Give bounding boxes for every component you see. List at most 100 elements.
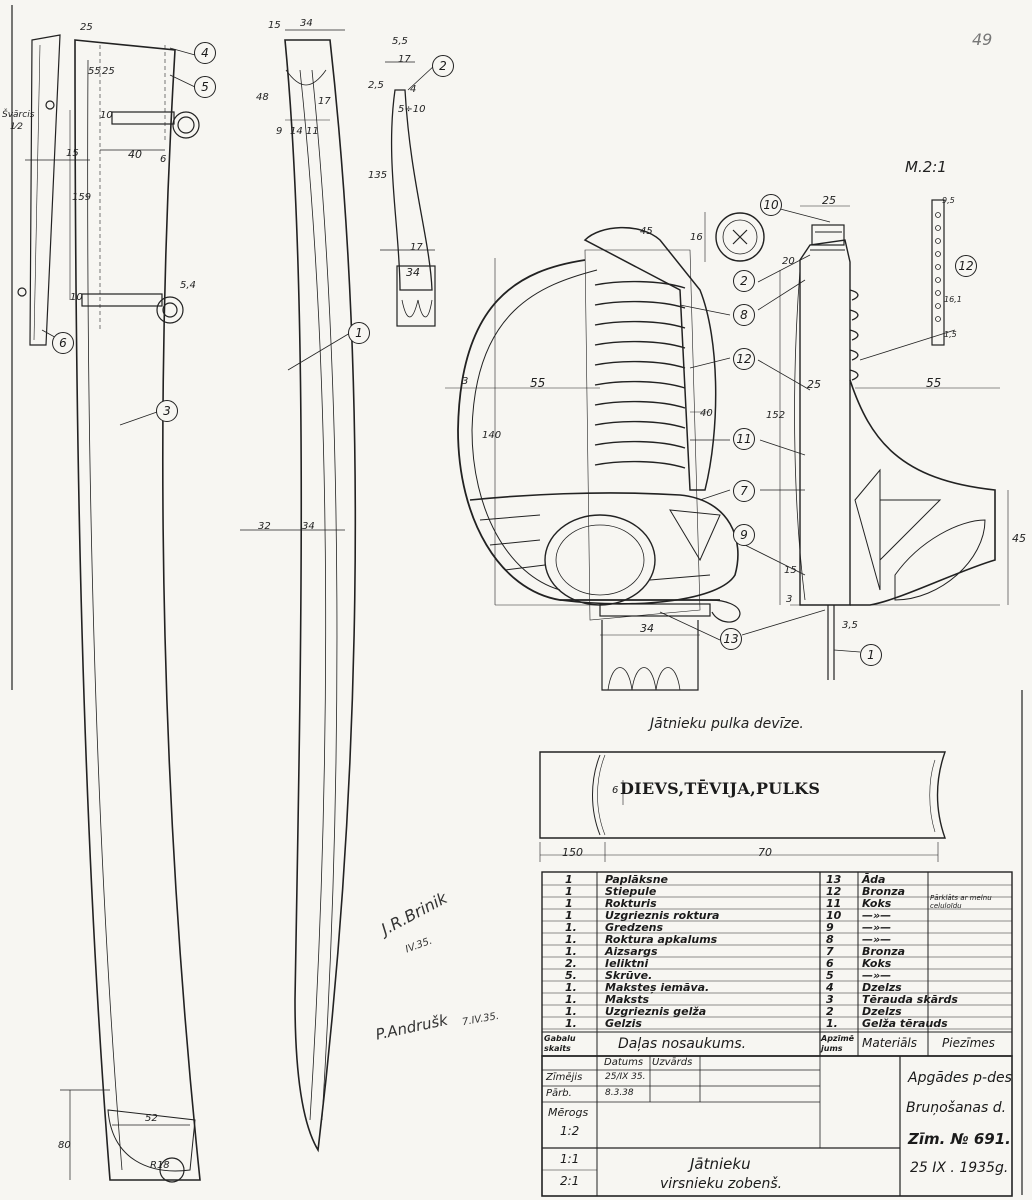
blade-dim-11: 11 [306,126,319,137]
table-row-material: —»— [862,909,892,922]
tb-title-1: Jātnieku [690,1155,751,1173]
table-row-name: Gredzens [605,921,664,934]
table-row-material: Bronza [862,945,906,958]
table-row-number: 2 [826,1005,834,1018]
tb-row-checked: Pārb. [546,1088,572,1099]
motto-plate-drawing [539,751,946,862]
motto-caption: Jātnieku pulka devīze. [650,716,804,732]
table-row-qty: 1. [565,993,577,1006]
tang-detail-drawing [380,61,436,327]
table-row-qty: 1 [565,885,573,898]
table-row-name: Rokturis [605,897,657,910]
dim-10: 10 [100,110,113,121]
table-row-number: 8 [826,933,834,946]
table-row-qty: 1 [565,897,573,910]
table-row-qty: 5. [565,969,577,982]
side-dim-25b: 25 [807,378,821,391]
part-dim-17: 17 [398,54,411,65]
blade-dim-14: 14 [290,126,303,137]
table-row-name: Maksts [605,993,650,1006]
callout-12: 12 [733,348,755,370]
callout-9: 9 [733,524,755,546]
blade-dim-48: 48 [256,92,269,103]
table-row-number: 1. [826,1017,838,1030]
dim-159: 159 [72,192,92,203]
parts-table-grid [541,871,1013,1057]
part-dim-34: 34 [406,266,420,279]
table-row-qty: 1 [565,873,573,886]
table-row-number: 11 [826,897,842,910]
callout-12-strip: 12 [955,255,977,277]
blade-dim-34b: 34 [302,521,315,532]
tb-date-2: 8.3.38 [605,1088,634,1098]
callout-7: 7 [733,480,755,502]
table-row-qty: 1. [565,1017,577,1030]
dim-52: 52 [145,1113,158,1124]
table-row-material: Āda [862,873,886,886]
part-dim-5-10: 5÷10 [398,104,426,115]
table-row-name: Stiepule [605,885,657,898]
table-row-material: —»— [862,921,892,934]
side-dim-9-5: 9,5 [942,196,955,205]
table-row-material: Bronza [862,885,906,898]
tb-scale-3: 2:1 [560,1174,580,1188]
part-dim-5-5: 5,5 [392,36,408,47]
hilt-dim-45: 45 [640,226,653,237]
side-dim-25: 25 [822,194,836,207]
table-row-name: Paplāksne [605,873,669,886]
table-row-material: Koks [862,957,892,970]
table-row-name: Uzgrieznis gelža [605,1005,707,1018]
header-material: Materiāls [862,1036,918,1050]
table-row-name: Maksteș iemāva. [605,981,710,994]
callout-13: 13 [720,628,742,650]
side-dim-3: 3 [786,594,793,605]
table-row-material: —»— [862,969,892,982]
callout-1-blade: 1 [348,322,370,344]
motto-dim-6: 6 [612,785,619,796]
tb-col-sign: Uzvārds [652,1057,693,1068]
side-dim-20: 20 [782,256,795,267]
table-row-number: 9 [826,921,834,934]
table-row-number: 7 [826,945,834,958]
dim-25b: 25 [102,66,115,77]
dim-svarcis: Švārcis [2,110,35,120]
table-row-material: —»— [862,933,892,946]
scabbard-drawing [17,34,201,1183]
callout-10: 10 [760,194,782,216]
hilt-front-drawing [445,226,741,691]
callout-2: 2 [733,270,755,292]
table-row-qty: 1. [565,945,577,958]
header-num: Apzīmē jums [821,1034,855,1053]
table-row-material: Tērauda skārds [862,993,958,1006]
side-dim-16-1: 16,1 [944,295,962,304]
dim-5-4: 5,4 [180,280,196,291]
side-dim-3-5: 3,5 [842,620,858,631]
header-notes: Piezīmes [942,1036,995,1050]
hilt-dim-55: 55 [530,376,546,390]
callout-1-tang: 1 [860,644,882,666]
callout-2-tang: 2 [432,55,454,77]
side-dim-1-5: 1,5 [944,330,957,339]
dim-svarcis-value: 1⁄2 [10,122,23,132]
dim-10b: 10 [70,292,83,303]
side-dim-15: 15 [784,565,797,576]
dim-r18: R18 [150,1160,170,1171]
tb-scale-2: 1:1 [560,1152,580,1166]
table-row-name: Gelzis [605,1017,642,1030]
hilt-dim-16: 16 [690,232,703,243]
table-row-material: Dzelzs [862,1005,902,1018]
dim-6: 6 [160,154,167,165]
table-row-material: Gelža tērauds [862,1017,948,1030]
side-dim-55: 55 [926,376,942,390]
blade-dim-9: 9 [276,126,283,137]
tb-scale-header: Mērogs [548,1106,589,1119]
callout-6: 6 [52,332,74,354]
table-row-number: 12 [826,885,842,898]
blade-dim-32: 32 [258,521,271,532]
scale-label: M.2:1 [905,158,947,176]
tb-date: 25 IX . 1935g. [910,1160,1009,1176]
part-dim-135: 135 [368,170,388,181]
tb-drawing-no: Zīm. № 691. [908,1130,1011,1148]
sheet-number: 49 [972,30,993,49]
dim-80: 80 [58,1140,71,1151]
